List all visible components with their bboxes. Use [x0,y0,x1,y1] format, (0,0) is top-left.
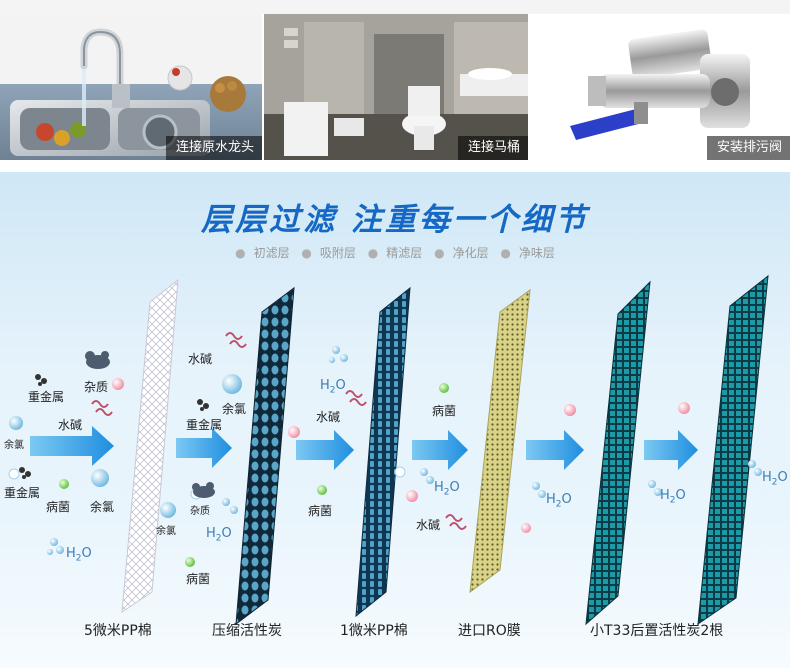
chlorine-bubble-icon [9,416,23,430]
label-bacteria: 病菌 [432,404,457,418]
bullet-icon: ● [500,246,511,260]
photo-toilet: 连接马桶 [264,14,528,160]
filter-pp1 [355,286,411,618]
label-chlorine-small: 余氯 [4,440,24,451]
layer-item: 净化层 [452,246,489,260]
arrow-icon [176,428,232,468]
chlorine-bubble-icon [222,374,242,394]
label-heavy-metal: 重金属 [4,486,41,500]
stage-label-pp1: 1微米PP棉 [340,623,408,639]
label-water: H2O [66,546,92,564]
filter-ro [469,288,531,594]
panel-title: 层层过滤 注重每一个细节 [201,202,589,238]
photo-caption-valve: 安装排污阀 [706,136,790,160]
label-water: H2O [546,492,572,510]
impurity-dot-icon [288,426,300,438]
label-heavy-metal: 重金属 [186,418,223,432]
chlorine-bubble-icon [160,502,176,518]
impurity-dot-icon [678,402,690,414]
filter-t33-a [585,280,651,626]
bacteria-dot-icon [439,383,449,393]
arrow-icon [412,430,468,470]
photo-caption-faucet: 连接原水龙头 [165,136,262,160]
photo-strip: 连接原水龙头 连接马桶 [0,14,790,160]
bullet-icon: ● [235,246,246,260]
alkali-squiggle-icon [91,332,467,530]
impurity-rock-icon [85,351,215,498]
label-alkali: 水碱 [416,518,441,532]
label-bacteria: 病菌 [308,504,333,518]
label-heavy-metal: 重金属 [28,390,65,404]
water-molecule-icon [47,346,762,555]
label-bacteria: 病菌 [186,572,211,586]
label-bacteria: 病菌 [46,500,71,514]
toilet-image [264,14,528,160]
filtration-panel: 层层过滤 注重每一个细节 ● 初滤层 ● 吸附层 ● 精滤层 ● 净化层 ● 净味层 [0,172,790,668]
label-alkali: 水碱 [188,352,213,366]
bacteria-dot-icon [185,557,195,567]
filter-pp5 [121,278,179,613]
label-impurity: 杂质 [190,506,210,517]
label-water: H2O [434,480,460,498]
label-alkali: 水碱 [58,418,83,432]
photo-caption-toilet: 连接马桶 [457,136,528,160]
impurity-dot-icon [406,490,418,502]
arrow-icon [30,426,114,466]
label-chlorine: 余氯 [90,500,115,514]
label-impurity: 杂质 [84,380,109,394]
particles [8,332,762,567]
layer-list: ● 初滤层 ● 吸附层 ● 精滤层 ● 净化层 ● 净味层 [0,244,790,261]
valve-image [530,14,790,160]
label-water: H2O [762,470,788,488]
label-water: H2O [206,526,232,544]
label-water: H2O [320,378,346,396]
arrow-icon [644,430,698,470]
stage-label-carbon: 压缩活性炭 [212,623,282,639]
bullet-icon: ● [367,246,379,260]
section-separator [0,160,790,172]
stage-label-pp5: 5微米PP棉 [84,623,152,639]
impurity-dot-icon [112,378,124,390]
faucet-image [0,14,262,160]
arrow-icon [296,430,354,470]
photo-valve: 安装排污阀 [530,14,790,160]
heavy-metal-icon [19,374,209,479]
chlorine-bubble-icon [91,469,109,487]
label-alkali: 水碱 [316,410,341,424]
bacteria-dot-icon [59,479,69,489]
bacteria-dot-icon [317,485,327,495]
arrow-icon [526,430,584,470]
impurity-dot-icon [521,523,531,533]
filter-carbon [235,286,295,626]
flow-arrows [30,426,698,470]
filter-t33-b [697,274,769,626]
stage-label-t33: 小T33后置活性炭2根 [590,623,724,639]
impurity-dot-icon [564,404,576,416]
label-chlorine: 余氯 [222,402,247,416]
layer-item: 初滤层 [253,246,290,260]
photo-faucet: 连接原水龙头 [0,14,262,160]
label-chlorine-small: 余氯 [156,526,176,537]
layer-item: 吸附层 [319,246,356,260]
layer-item: 精滤层 [386,246,423,260]
bullet-icon: ● [434,246,445,260]
layer-item: 净味层 [518,246,555,260]
stage-label-ro: 进口RO膜 [458,623,521,639]
filter-diagram [8,274,769,626]
top-strip [0,0,790,14]
label-water: H2O [660,488,686,506]
bullet-icon: ● [301,246,312,260]
